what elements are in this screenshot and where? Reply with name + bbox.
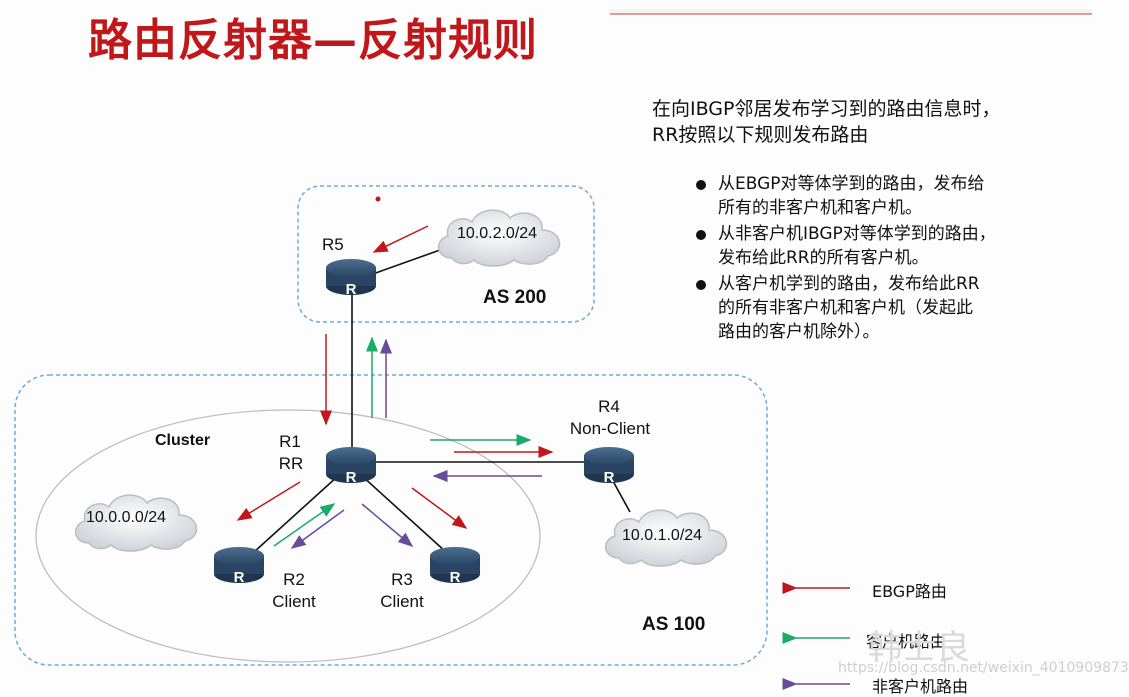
router-r4-role: Non-Client: [569, 419, 651, 438]
router-icon: R: [326, 447, 376, 486]
rule-1-line-1: 从EBGP对等体学到的路由，发布给: [718, 174, 985, 194]
router-icon: R: [326, 259, 376, 298]
ebgp-arrows: [236, 225, 850, 594]
watermark: 韩士良: [868, 628, 970, 668]
network-label-r4: 10.0.1.0/24: [622, 527, 703, 544]
rule-2-line-2: 发布给此RR的所有客户机。: [718, 248, 929, 268]
router-r5-name: R5: [322, 235, 344, 254]
router-icon: R: [214, 547, 264, 586]
router-icon: R: [584, 447, 634, 486]
watermark-url: https://blog.csdn.net/weixin_4010909873: [838, 660, 1129, 676]
rule-3-line-1: 从客户机学到的路由，发布给此RR: [718, 274, 980, 294]
bullet-icon: [696, 230, 706, 240]
network-label-as200: 10.0.2.0/24: [457, 225, 538, 242]
top-strip-decoration: [610, 0, 1092, 15]
as100-boundary: [14, 374, 768, 666]
cluster-ellipse: [35, 409, 541, 663]
bullet-icon: [696, 280, 706, 290]
router-icon: R: [430, 547, 480, 586]
pointer-dot: [375, 196, 381, 202]
rule-item-3: 从客户机学到的路由，发布给此RR 的所有非客户机和客户机（发起此 路由的客户机除…: [696, 272, 980, 344]
router-r2-role: Client: [272, 592, 316, 611]
router-r1-role: RR: [278, 454, 304, 473]
nonclient-route-arrows: [290, 338, 850, 690]
router-r2-name: R2: [283, 570, 305, 589]
intro-line-1: 在向IBGP邻居发布学习到的路由信息时，: [652, 98, 1001, 120]
rule-1-line-2: 所有的非客户机和客户机。: [718, 198, 922, 218]
as100-label: AS 100: [642, 614, 706, 635]
router-glyph: R: [604, 469, 615, 486]
rule-3-line-3: 路由的客户机除外）。: [718, 322, 880, 342]
router-r3-role: Client: [380, 592, 424, 611]
legend-ebgp-label: EBGP路由: [872, 582, 947, 601]
intro-line-2: RR按照以下规则发布路由: [652, 124, 869, 146]
router-glyph: R: [346, 281, 357, 298]
network-label-r2: 10.0.0.0/24: [86, 509, 167, 526]
legend-nonclient-label: 非客户机路由: [872, 677, 969, 696]
as200-label: AS 200: [483, 287, 547, 308]
links: [253, 249, 631, 553]
legend-client-label: 客户机路由: [866, 632, 947, 651]
router-r4-name: R4: [598, 397, 620, 416]
cluster-label: Cluster: [155, 432, 211, 449]
slide-title: 路由反射器—反射规则: [88, 15, 538, 66]
rule-item-2: 从非客户机IBGP对等体学到的路由， 发布给此RR的所有客户机。: [696, 222, 996, 270]
rule-item-1: 从EBGP对等体学到的路由，发布给 所有的非客户机和客户机。: [696, 172, 985, 220]
router-r1-name: R1: [279, 432, 301, 451]
as200-boundary: [297, 185, 595, 323]
router-glyph: R: [346, 469, 357, 486]
bullet-icon: [696, 180, 706, 190]
router-glyph: R: [234, 569, 245, 586]
rule-2-line-1: 从非客户机IBGP对等体学到的路由，: [718, 224, 996, 244]
topology-diagram: R R R R R: [14, 185, 850, 690]
rule-3-line-2: 的所有非客户机和客户机（发起此: [718, 298, 973, 318]
router-r3-name: R3: [391, 570, 413, 589]
router-glyph: R: [450, 569, 461, 586]
client-route-arrows: [273, 336, 850, 644]
